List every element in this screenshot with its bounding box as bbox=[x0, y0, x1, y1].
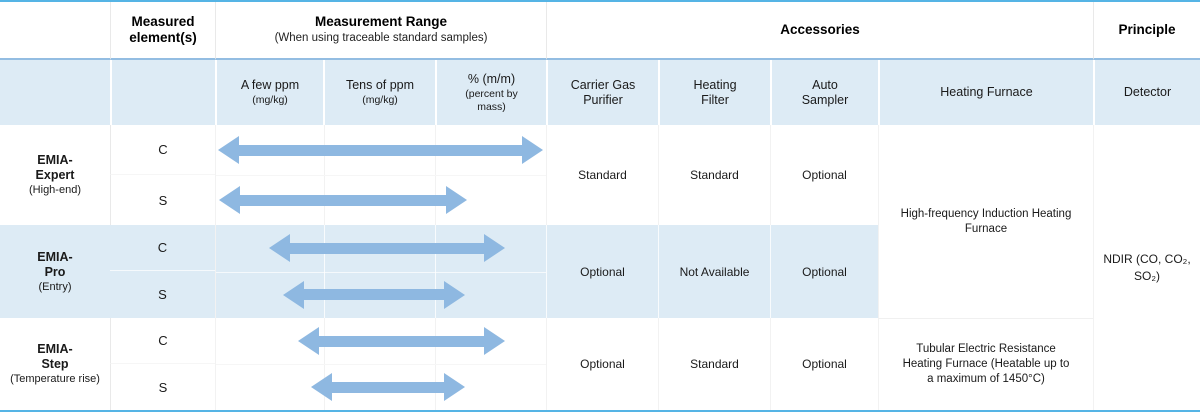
range-area bbox=[215, 225, 546, 318]
header-accessories-label: Accessories bbox=[780, 21, 860, 37]
subheader-a-few-ppm-title: A few ppm bbox=[240, 78, 300, 93]
arrow-right-head bbox=[484, 327, 506, 355]
arrow-left-head bbox=[218, 186, 240, 214]
row-guide-line bbox=[216, 364, 546, 365]
subheader-heating-furnace-label: Heating Furnace bbox=[940, 85, 1033, 99]
arrow-bar bbox=[289, 242, 485, 254]
detector-cell: NDIR (CO, CO₂, SO₂) bbox=[1093, 125, 1200, 410]
arrow-right-head bbox=[521, 136, 543, 164]
product-name: EMIA-Step bbox=[37, 342, 73, 372]
subheader-auto-sampler-label: Auto Sampler bbox=[801, 77, 849, 107]
accessory-value-carrier-gas: Optional bbox=[546, 318, 658, 410]
arrow-bar bbox=[303, 289, 445, 301]
accessory-value-auto-sampler: Optional bbox=[770, 125, 878, 225]
header-measured-elements: Measured element(s) bbox=[110, 2, 215, 60]
accessory-value-heating-filter: Standard bbox=[658, 125, 770, 225]
product-descriptor: (Temperature rise) bbox=[10, 373, 100, 386]
heating-furnace-value: Tubular Electric Resistance Heating Furn… bbox=[902, 343, 1070, 385]
header-accessories: Accessories bbox=[546, 2, 1093, 60]
arrow-right-head bbox=[444, 373, 466, 401]
subheader-tens-of-ppm-title: Tens of ppm bbox=[345, 78, 415, 93]
subheader-carrier-gas-purifier: Carrier Gas Purifier bbox=[546, 60, 658, 125]
element-label-s: S bbox=[110, 175, 215, 225]
subheader-heating-furnace: Heating Furnace bbox=[878, 60, 1093, 125]
product-cell-emia-pro: EMIA-Pro (Entry) bbox=[0, 225, 110, 318]
subheader-detector-label: Detector bbox=[1123, 85, 1172, 99]
subheader-heating-filter: Heating Filter bbox=[658, 60, 770, 125]
row-guide-line bbox=[216, 175, 546, 176]
product-descriptor: (High-end) bbox=[29, 184, 81, 197]
subheader-heating-filter-label: Heating Filter bbox=[693, 77, 737, 107]
accessory-value-heating-filter: Standard bbox=[658, 318, 770, 410]
range-arrow bbox=[217, 135, 543, 165]
subheader-percent-mm: % (m/m) (percent by mass) bbox=[435, 60, 546, 125]
element-label-c: C bbox=[110, 125, 215, 175]
range-arrow bbox=[310, 372, 466, 402]
detector-value: NDIR (CO, CO₂, SO₂) bbox=[1103, 252, 1191, 283]
arrow-bar bbox=[331, 381, 445, 393]
subheader-blank-element bbox=[110, 60, 215, 125]
header-measurement-range-subtitle: (When using traceable standard samples) bbox=[274, 32, 488, 45]
accessory-value-auto-sampler: Optional bbox=[770, 225, 878, 318]
range-arrow bbox=[297, 326, 506, 356]
subheader-detector: Detector bbox=[1093, 60, 1200, 125]
element-label-s: S bbox=[110, 271, 215, 318]
product-name: EMIA-Pro bbox=[37, 249, 73, 279]
range-arrow bbox=[218, 185, 468, 215]
arrow-right-head bbox=[446, 186, 468, 214]
accessory-value-carrier-gas: Optional bbox=[546, 225, 658, 318]
subheader-blank-product bbox=[0, 60, 110, 125]
arrow-right-head bbox=[444, 280, 466, 309]
header-measurement-range-title: Measurement Range bbox=[314, 14, 448, 30]
arrow-left-head bbox=[217, 136, 239, 164]
header-principle: Principle bbox=[1093, 2, 1200, 60]
arrow-left-head bbox=[282, 280, 304, 309]
subheader-tens-of-ppm: Tens of ppm (mg/kg) bbox=[323, 60, 435, 125]
heating-furnace-value: High-frequency Induction Heating Furnace bbox=[900, 207, 1072, 235]
arrow-right-head bbox=[484, 234, 506, 263]
subheader-a-few-ppm: A few ppm (mg/kg) bbox=[215, 60, 323, 125]
subheader-auto-sampler: Auto Sampler bbox=[770, 60, 878, 125]
header-measurement-range: Measurement Range (When using traceable … bbox=[215, 2, 546, 60]
accessory-value-auto-sampler: Optional bbox=[770, 318, 878, 410]
product-cell-emia-step: EMIA-Step (Temperature rise) bbox=[0, 318, 110, 410]
accessory-value-carrier-gas: Standard bbox=[546, 125, 658, 225]
element-label-c: C bbox=[110, 225, 215, 271]
arrow-bar bbox=[318, 335, 485, 347]
arrow-left-head bbox=[297, 327, 319, 355]
product-descriptor: (Entry) bbox=[38, 280, 72, 293]
arrow-left-head bbox=[310, 373, 332, 401]
arrow-bar bbox=[238, 144, 522, 156]
element-label-s: S bbox=[110, 364, 215, 410]
product-cell-emia-expert: EMIA-Expert (High-end) bbox=[0, 125, 110, 225]
range-arrow bbox=[268, 233, 506, 263]
range-area bbox=[215, 318, 546, 410]
accessory-value-heating-filter: Not Available bbox=[658, 225, 770, 318]
arrow-left-head bbox=[268, 234, 290, 263]
header-measured-elements-label: Measured element(s) bbox=[129, 13, 197, 45]
subheader-tens-of-ppm-subtitle: (mg/kg) bbox=[362, 94, 398, 107]
header-corner-blank bbox=[0, 2, 110, 60]
range-area bbox=[215, 125, 546, 225]
arrow-bar bbox=[239, 194, 447, 206]
subheader-percent-mm-subtitle: (percent by mass) bbox=[465, 88, 518, 113]
heating-furnace-cell-step: Tubular Electric Resistance Heating Furn… bbox=[878, 318, 1093, 410]
row-guide-line bbox=[216, 271, 546, 273]
heating-furnace-cell-expert-pro: High-frequency Induction Heating Furnace bbox=[878, 125, 1093, 318]
subheader-a-few-ppm-subtitle: (mg/kg) bbox=[252, 94, 288, 107]
subheader-percent-mm-title: % (m/m) bbox=[467, 72, 516, 87]
header-principle-label: Principle bbox=[1118, 21, 1176, 37]
element-label-c: C bbox=[110, 318, 215, 364]
range-arrow bbox=[282, 280, 466, 310]
product-name: EMIA-Expert bbox=[35, 153, 75, 183]
subheader-carrier-gas-purifier-label: Carrier Gas Purifier bbox=[570, 77, 636, 107]
